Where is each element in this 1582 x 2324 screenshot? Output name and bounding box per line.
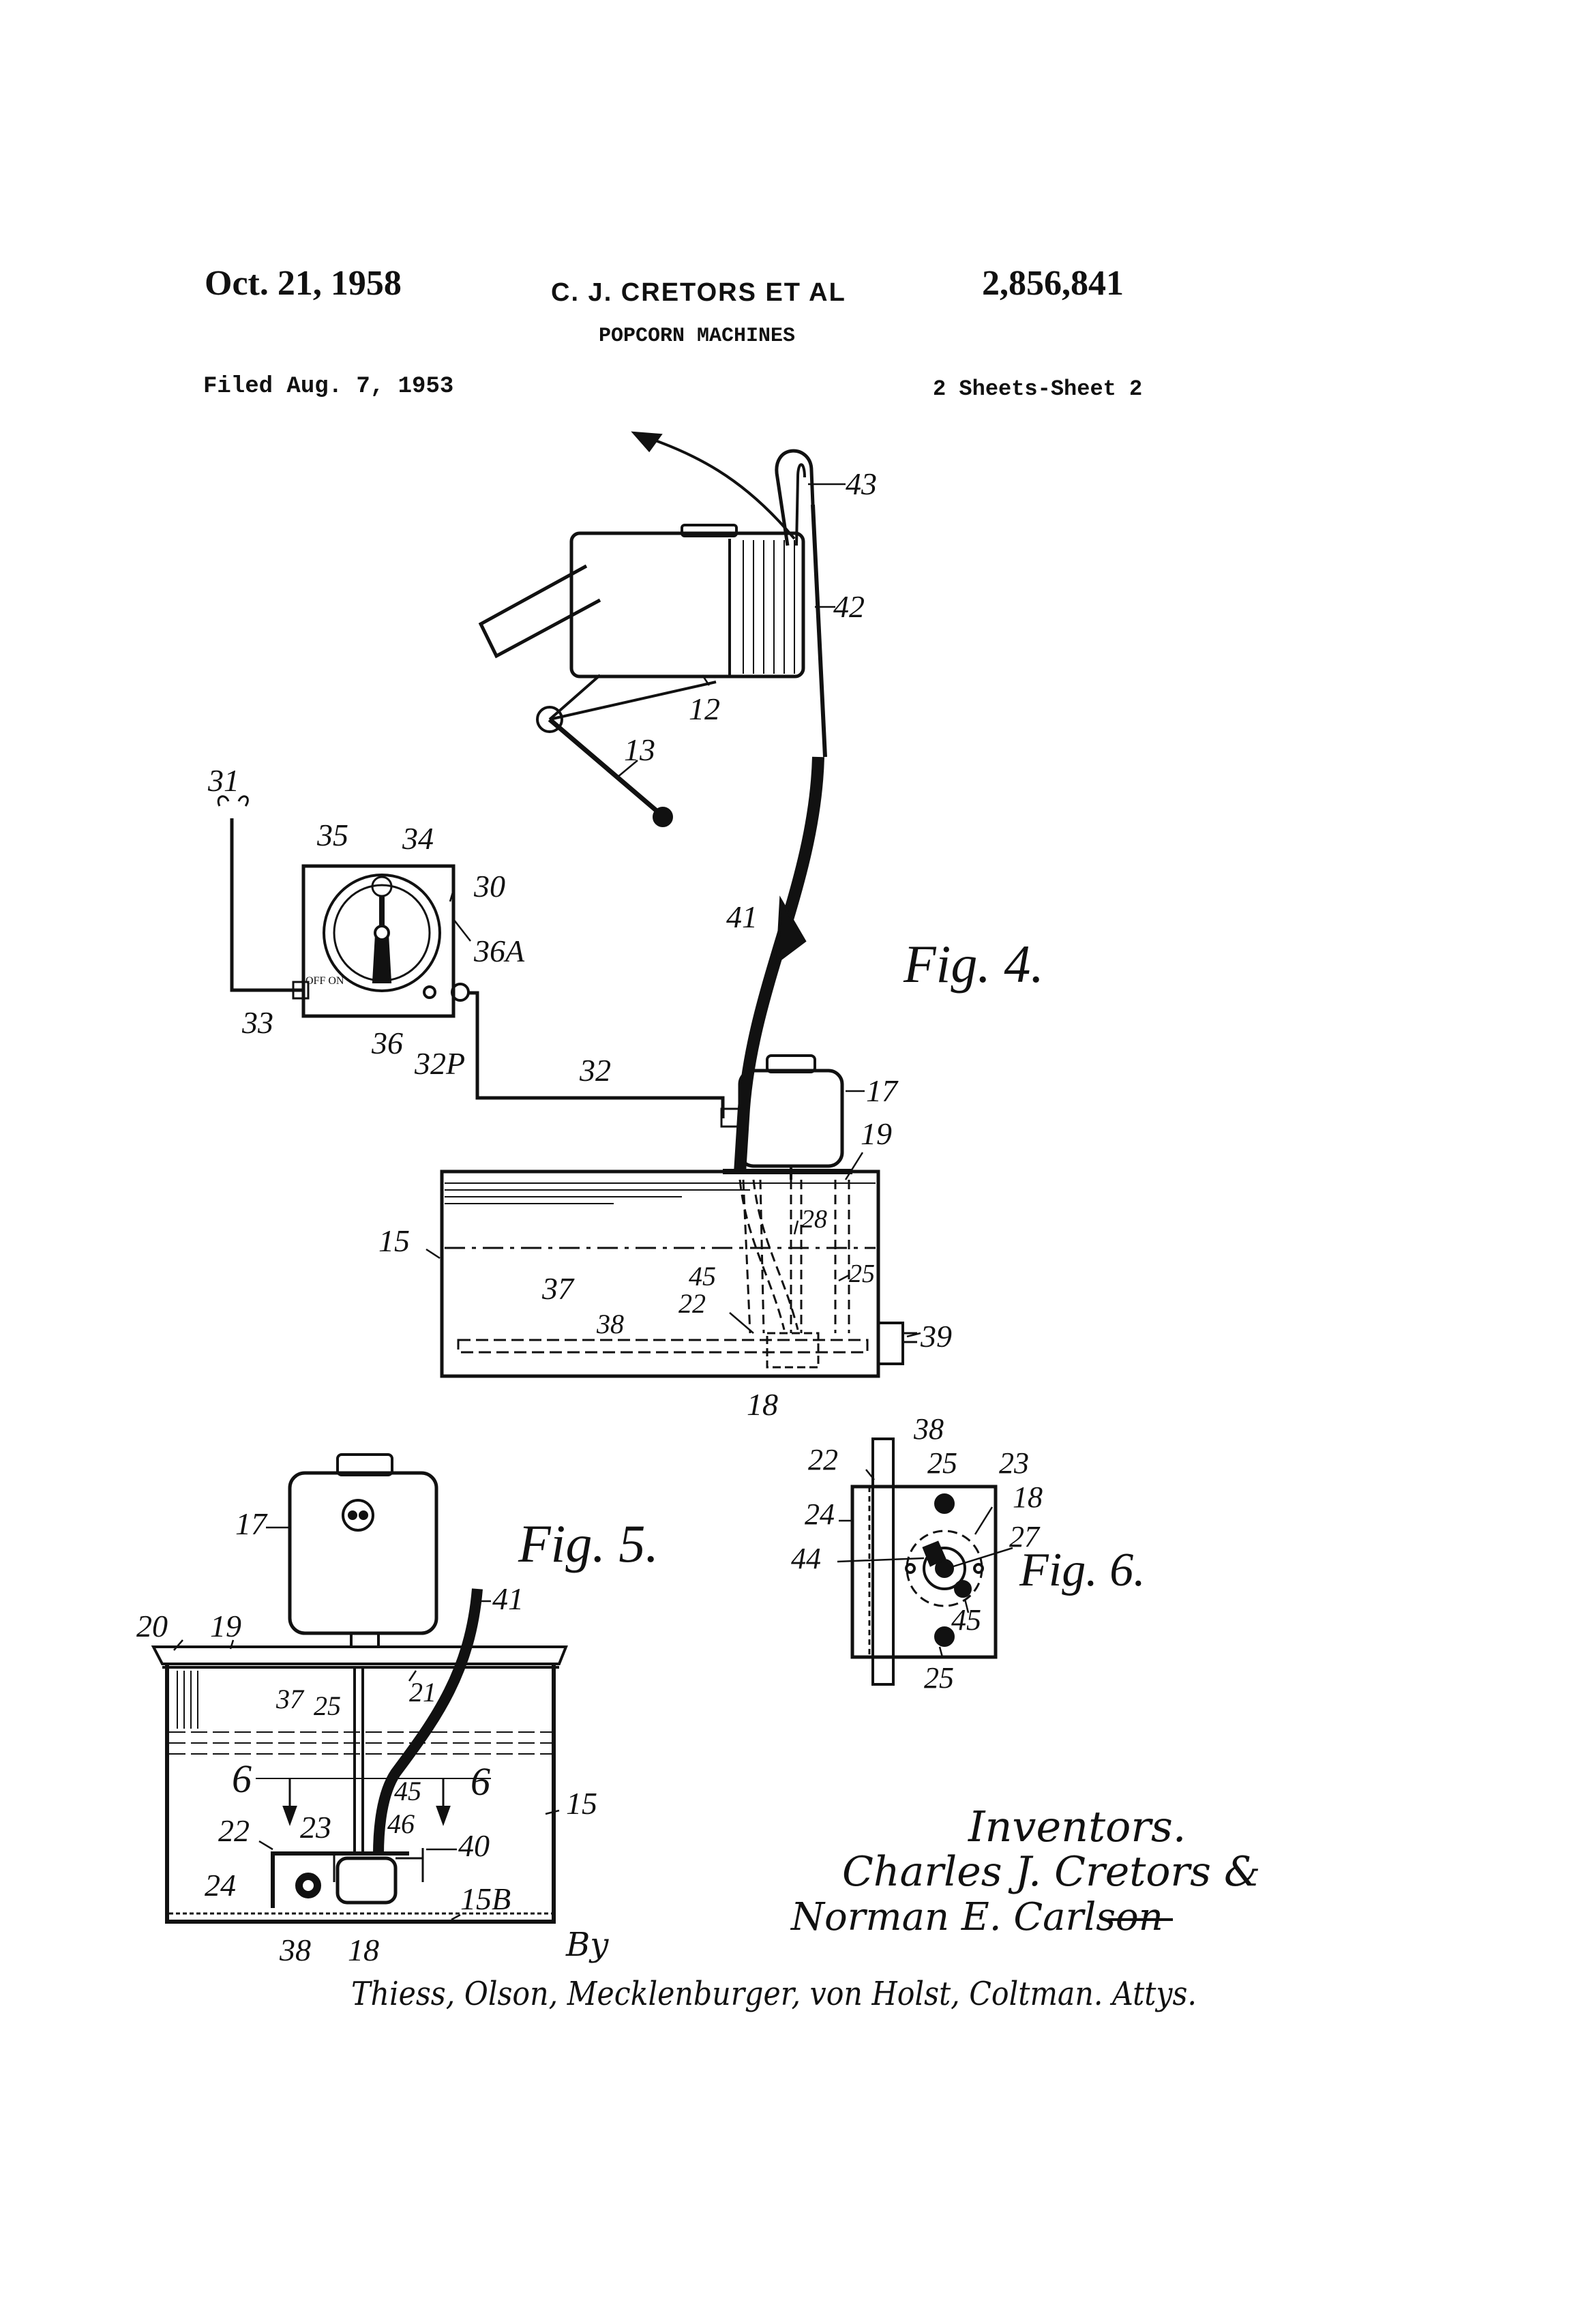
sheet-count: 2 Sheets-Sheet 2 (933, 376, 1143, 402)
ref-30: 30 (473, 869, 505, 904)
ref-19: 19 (861, 1116, 892, 1151)
inventors-heading: Inventors. (968, 1802, 1186, 1851)
ref-32P: 32P (414, 1046, 465, 1081)
f6-ref-24: 24 (805, 1498, 835, 1531)
f6-ref-45: 45 (951, 1603, 981, 1637)
ref-33: 33 (241, 1005, 273, 1040)
ref-35: 35 (316, 818, 348, 852)
ref-36A: 36A (473, 934, 525, 968)
ref-31: 31 (207, 763, 239, 798)
fig5-label: Fig. 5. (518, 1514, 659, 1573)
f5-ref-21: 21 (409, 1677, 436, 1708)
ref-22: 22 (678, 1288, 706, 1319)
ref-41: 41 (726, 899, 758, 934)
f5-ref-19: 19 (210, 1609, 241, 1643)
supply-hose (734, 756, 824, 1174)
f5-ref-6a: 6 (232, 1757, 252, 1801)
ref-43: 43 (846, 466, 877, 501)
f5-ref-15: 15 (566, 1786, 597, 1821)
f5-ref-15B: 15B (460, 1881, 511, 1916)
ref-13: 13 (624, 732, 655, 767)
f5-ref-37: 37 (275, 1684, 305, 1714)
attorneys-signature: Thiess, Olson, Mecklenburger, von Holst,… (351, 1975, 1197, 2013)
f5-ref-22: 22 (218, 1813, 250, 1848)
ref-32: 32 (579, 1053, 611, 1088)
f5-ref-38: 38 (279, 1933, 311, 1967)
f6-ref-25a: 25 (927, 1446, 957, 1480)
f5-ref-41: 41 (492, 1581, 524, 1616)
f5-ref-23: 23 (300, 1810, 331, 1845)
tank-15 (440, 1169, 917, 1378)
rotation-arrow (633, 432, 796, 540)
fig6-label: Fig. 6. (1019, 1544, 1146, 1596)
ref-36: 36 (371, 1026, 403, 1060)
inventors-short: C. J. CRETORS ET AL (551, 278, 846, 307)
ref-28: 28 (801, 1205, 827, 1234)
timer-box (301, 864, 470, 1018)
ref-15: 15 (378, 1223, 410, 1258)
fig6-drawing (837, 1437, 1013, 1686)
f5-ref-46: 46 (387, 1808, 415, 1839)
filed-date: Filed Aug. 7, 1953 (203, 374, 454, 400)
patent-number: 2,856,841 (982, 264, 1124, 303)
f5-ref-17: 17 (235, 1506, 268, 1541)
f5-ref-25: 25 (314, 1690, 341, 1721)
fig4-label: Fig. 4. (903, 934, 1044, 994)
f6-ref-22: 22 (808, 1443, 838, 1476)
f5-ref-45: 45 (394, 1776, 421, 1806)
f6-ref-23: 23 (999, 1446, 1029, 1480)
hook-tube (775, 449, 815, 546)
patent-date: Oct. 21, 1958 (205, 264, 402, 303)
ref-45: 45 (689, 1261, 716, 1292)
f5-ref-18: 18 (348, 1933, 379, 1967)
ref-17: 17 (866, 1073, 899, 1108)
patent-title: POPCORN MACHINES (599, 325, 796, 348)
ref-37: 37 (541, 1271, 575, 1306)
f6-ref-18: 18 (1013, 1480, 1043, 1514)
ref-38: 38 (596, 1309, 624, 1339)
f5-ref-6b: 6 (471, 1759, 490, 1804)
kettle (478, 524, 805, 827)
ref-12: 12 (689, 691, 720, 726)
ref-39: 39 (920, 1319, 952, 1354)
ref-34: 34 (402, 821, 434, 856)
f6-ref-44: 44 (791, 1542, 821, 1575)
inventor-name-1: Charles J. Cretors & (842, 1848, 1260, 1896)
by-label: By (565, 1926, 609, 1964)
control-line (469, 991, 725, 1118)
ref-18: 18 (747, 1387, 778, 1422)
f5-ref-20: 20 (136, 1609, 168, 1643)
f6-ref-25b: 25 (924, 1661, 954, 1695)
fig5-drawing (151, 1453, 568, 1924)
arrowhead-icon (631, 431, 663, 453)
ref-25: 25 (849, 1260, 875, 1288)
power-cord (230, 818, 303, 992)
ref-42: 42 (833, 589, 865, 624)
f6-ref-38: 38 (913, 1412, 944, 1446)
inventor-name-2: Norman E. Carlson (790, 1895, 1163, 1939)
switch-off-on-label: OFF ON (305, 975, 344, 987)
f5-ref-40: 40 (458, 1828, 490, 1863)
f5-ref-24: 24 (205, 1868, 236, 1903)
f6-ref-27: 27 (1009, 1520, 1041, 1553)
